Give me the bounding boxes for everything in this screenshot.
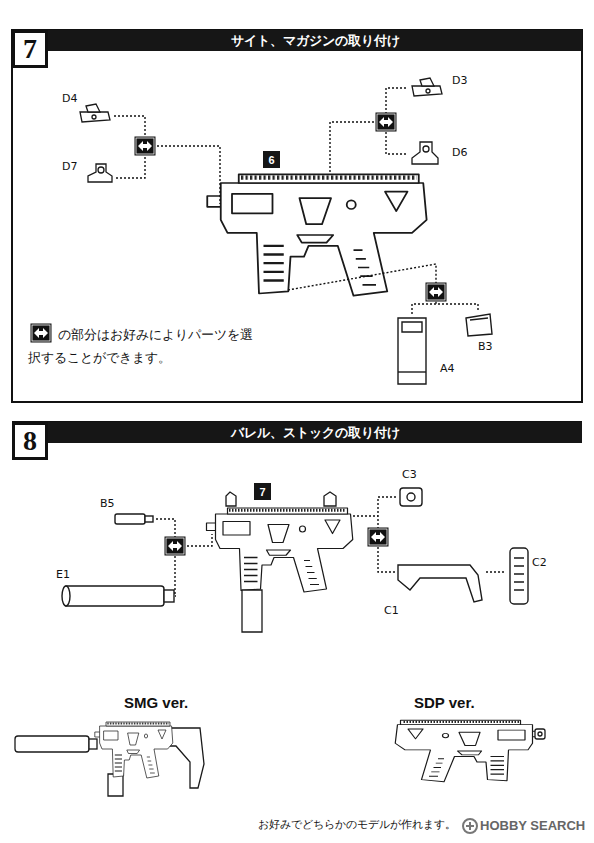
drawing-part: [242, 590, 262, 632]
sight-parts: [80, 78, 442, 182]
drawing-part: [324, 492, 336, 506]
drawing-part: [423, 146, 429, 152]
node-text: 7: [23, 33, 37, 65]
drawing-part: [88, 164, 112, 182]
sdp-model: [395, 720, 545, 782]
drawing-part: [400, 488, 422, 506]
drawing-part: [226, 492, 236, 506]
drawing-part: [412, 304, 478, 314]
part-label: A4: [440, 362, 455, 375]
drawing-part: [145, 146, 220, 204]
drawing-part: [470, 318, 488, 320]
magazine-parts: [398, 314, 492, 384]
drawing-part: [12, 30, 582, 402]
gun-body: [207, 492, 353, 632]
drawing-part: [115, 514, 145, 524]
part-label: C2: [532, 556, 547, 569]
leader-lines: [156, 497, 506, 596]
gun-body: [207, 174, 426, 295]
step-panel: [12, 30, 582, 422]
drawing-part: [426, 283, 447, 302]
drawing-part: [288, 264, 436, 304]
part-label: D4: [62, 92, 77, 105]
smg-model: [15, 722, 204, 796]
drawing-part: [368, 528, 389, 547]
drawing-part: [80, 112, 110, 122]
drawing-part: [86, 104, 100, 112]
drawing-part: [463, 819, 477, 833]
drawing-part: [376, 113, 397, 132]
barrel-stock-parts: [62, 488, 528, 606]
version-title: SDP ver.: [414, 694, 475, 712]
drawing-part: [15, 736, 89, 752]
part-label: C1: [384, 604, 399, 617]
drawing-part: [395, 720, 541, 782]
drawing-part: [164, 590, 174, 602]
drawing-part: [395, 720, 541, 782]
drawing-part: [92, 115, 96, 119]
leader-lines: [114, 88, 478, 314]
watermark: HOBBY SEARCH: [480, 818, 585, 834]
step-number: 8: [12, 422, 48, 460]
drawing-part: [98, 167, 104, 173]
drawing-part: [412, 142, 438, 164]
drawing-part: [226, 492, 336, 632]
reference-step: 6: [263, 151, 280, 168]
node-text: 7: [259, 486, 265, 498]
version-title: SMG ver.: [124, 694, 188, 712]
drawing-part: [64, 586, 164, 606]
step-title: サイト、マガジンの取り付け: [48, 30, 582, 51]
step-title: バレル、ストックの取り付け: [48, 422, 582, 443]
part-label: B3: [478, 340, 493, 353]
drawing-part: [466, 822, 474, 830]
drawing-part: [420, 78, 434, 86]
drawing-part: [535, 729, 545, 739]
reference-step: 7: [254, 483, 271, 500]
selection-icon: [31, 113, 447, 343]
drawing-part: [426, 89, 430, 93]
drawing-part: [398, 318, 426, 384]
node-text: 6: [268, 154, 274, 166]
drawing-part: [486, 571, 506, 572]
drawing-part: [514, 558, 524, 590]
part-label: B5: [100, 497, 115, 510]
step-number: 7: [12, 30, 48, 68]
node-text: 8: [23, 425, 37, 457]
part-label: D7: [62, 160, 77, 173]
drawing-part: [466, 314, 492, 336]
node-text: サイト、マガジンの取り付け: [231, 32, 400, 50]
drawing-part: [398, 371, 426, 372]
part-label: D6: [452, 146, 467, 159]
drawing-part: [156, 519, 176, 596]
drawing-part: [538, 732, 542, 736]
watermark-logo: [463, 819, 477, 833]
selection-icon: [165, 528, 389, 556]
drawing-part: [145, 516, 153, 522]
drawing-part: [207, 174, 426, 295]
drawing-part: [510, 548, 528, 604]
drawing-part: [353, 515, 378, 516]
note-text: の部分はお好みによりパーツを選択することができます。: [28, 324, 254, 370]
part-label: C3: [402, 468, 417, 481]
drawing-part: [398, 565, 482, 602]
drawing-part: [95, 722, 173, 778]
part-label: D3: [452, 74, 467, 87]
drawing-part: [412, 86, 442, 96]
drawing-part: [165, 537, 186, 556]
node-text: バレル、ストックの取り付け: [231, 424, 400, 442]
drawing-part: [89, 739, 97, 749]
drawing-part: [135, 137, 156, 156]
drawing-part: [108, 774, 123, 796]
drawing-part: [402, 322, 422, 332]
drawing-part: [407, 493, 415, 501]
caption-note: お好みでどちらかのモデルが作れます。: [258, 818, 456, 831]
drawing-part: [168, 728, 204, 788]
drawing-part: [535, 729, 545, 739]
drawing-part: [207, 508, 353, 592]
drawing-part: [31, 324, 52, 343]
drawing-part: [62, 586, 70, 606]
part-label: E1: [56, 568, 70, 581]
